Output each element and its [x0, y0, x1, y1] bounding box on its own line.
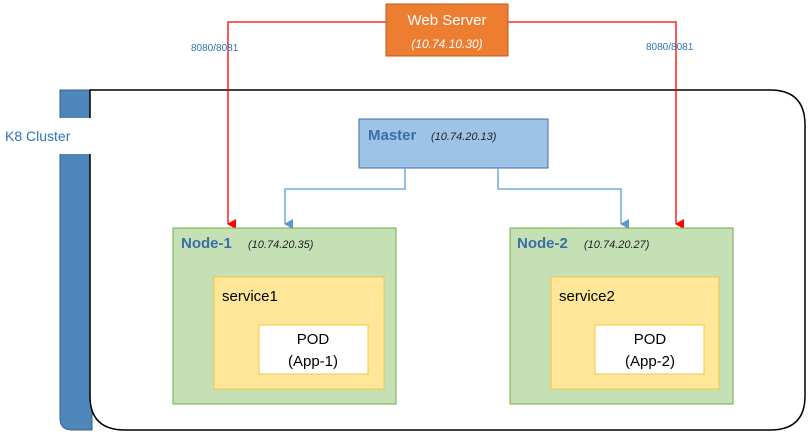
port-label-left: 8080/8081	[191, 43, 239, 54]
master-box: Master (10.74.20.13)	[358, 118, 549, 169]
pod-2-app: (App-2)	[625, 353, 675, 370]
master-ip: (10.74.20.13)	[431, 131, 497, 143]
master-links	[284, 168, 629, 229]
web-server-links: 8080/8081 8080/8081	[191, 21, 694, 229]
node-1-ip: (10.74.20.35)	[248, 239, 314, 251]
node-2-title: Node-2	[517, 235, 568, 252]
blue-link-node1	[284, 168, 406, 229]
red-link-node1	[227, 21, 388, 229]
master-rect	[358, 118, 549, 169]
port-label-right: 8080/8081	[646, 42, 694, 53]
pod-2-title: POD	[634, 331, 667, 348]
pod-1-title: POD	[297, 331, 330, 348]
pod-1-rect	[258, 324, 369, 375]
node-1: Node-1 (10.74.20.35) service1 POD (App-1…	[172, 227, 397, 405]
cluster-label: K8 Cluster	[5, 128, 71, 144]
service-2-label: service2	[559, 288, 615, 305]
master-title: Master	[368, 127, 417, 144]
blue-link-node2	[497, 168, 629, 229]
pod-1-app: (App-1)	[288, 353, 338, 370]
web-server-title: Web Server	[408, 12, 487, 29]
red-link-node2	[508, 21, 684, 229]
service-1-label: service1	[222, 288, 278, 305]
node-2: Node-2 (10.74.20.27) service2 POD (App-2…	[509, 227, 734, 405]
node-1-title: Node-1	[181, 235, 232, 252]
pod-2-rect	[594, 324, 705, 375]
web-server-box: Web Server (10.74.10.30)	[385, 3, 509, 57]
web-server-rect	[385, 3, 509, 57]
node-2-ip: (10.74.20.27)	[584, 239, 650, 251]
cluster-side-bar	[59, 89, 93, 431]
web-server-ip: (10.74.10.30)	[411, 37, 482, 51]
cluster-label-box	[0, 118, 92, 154]
